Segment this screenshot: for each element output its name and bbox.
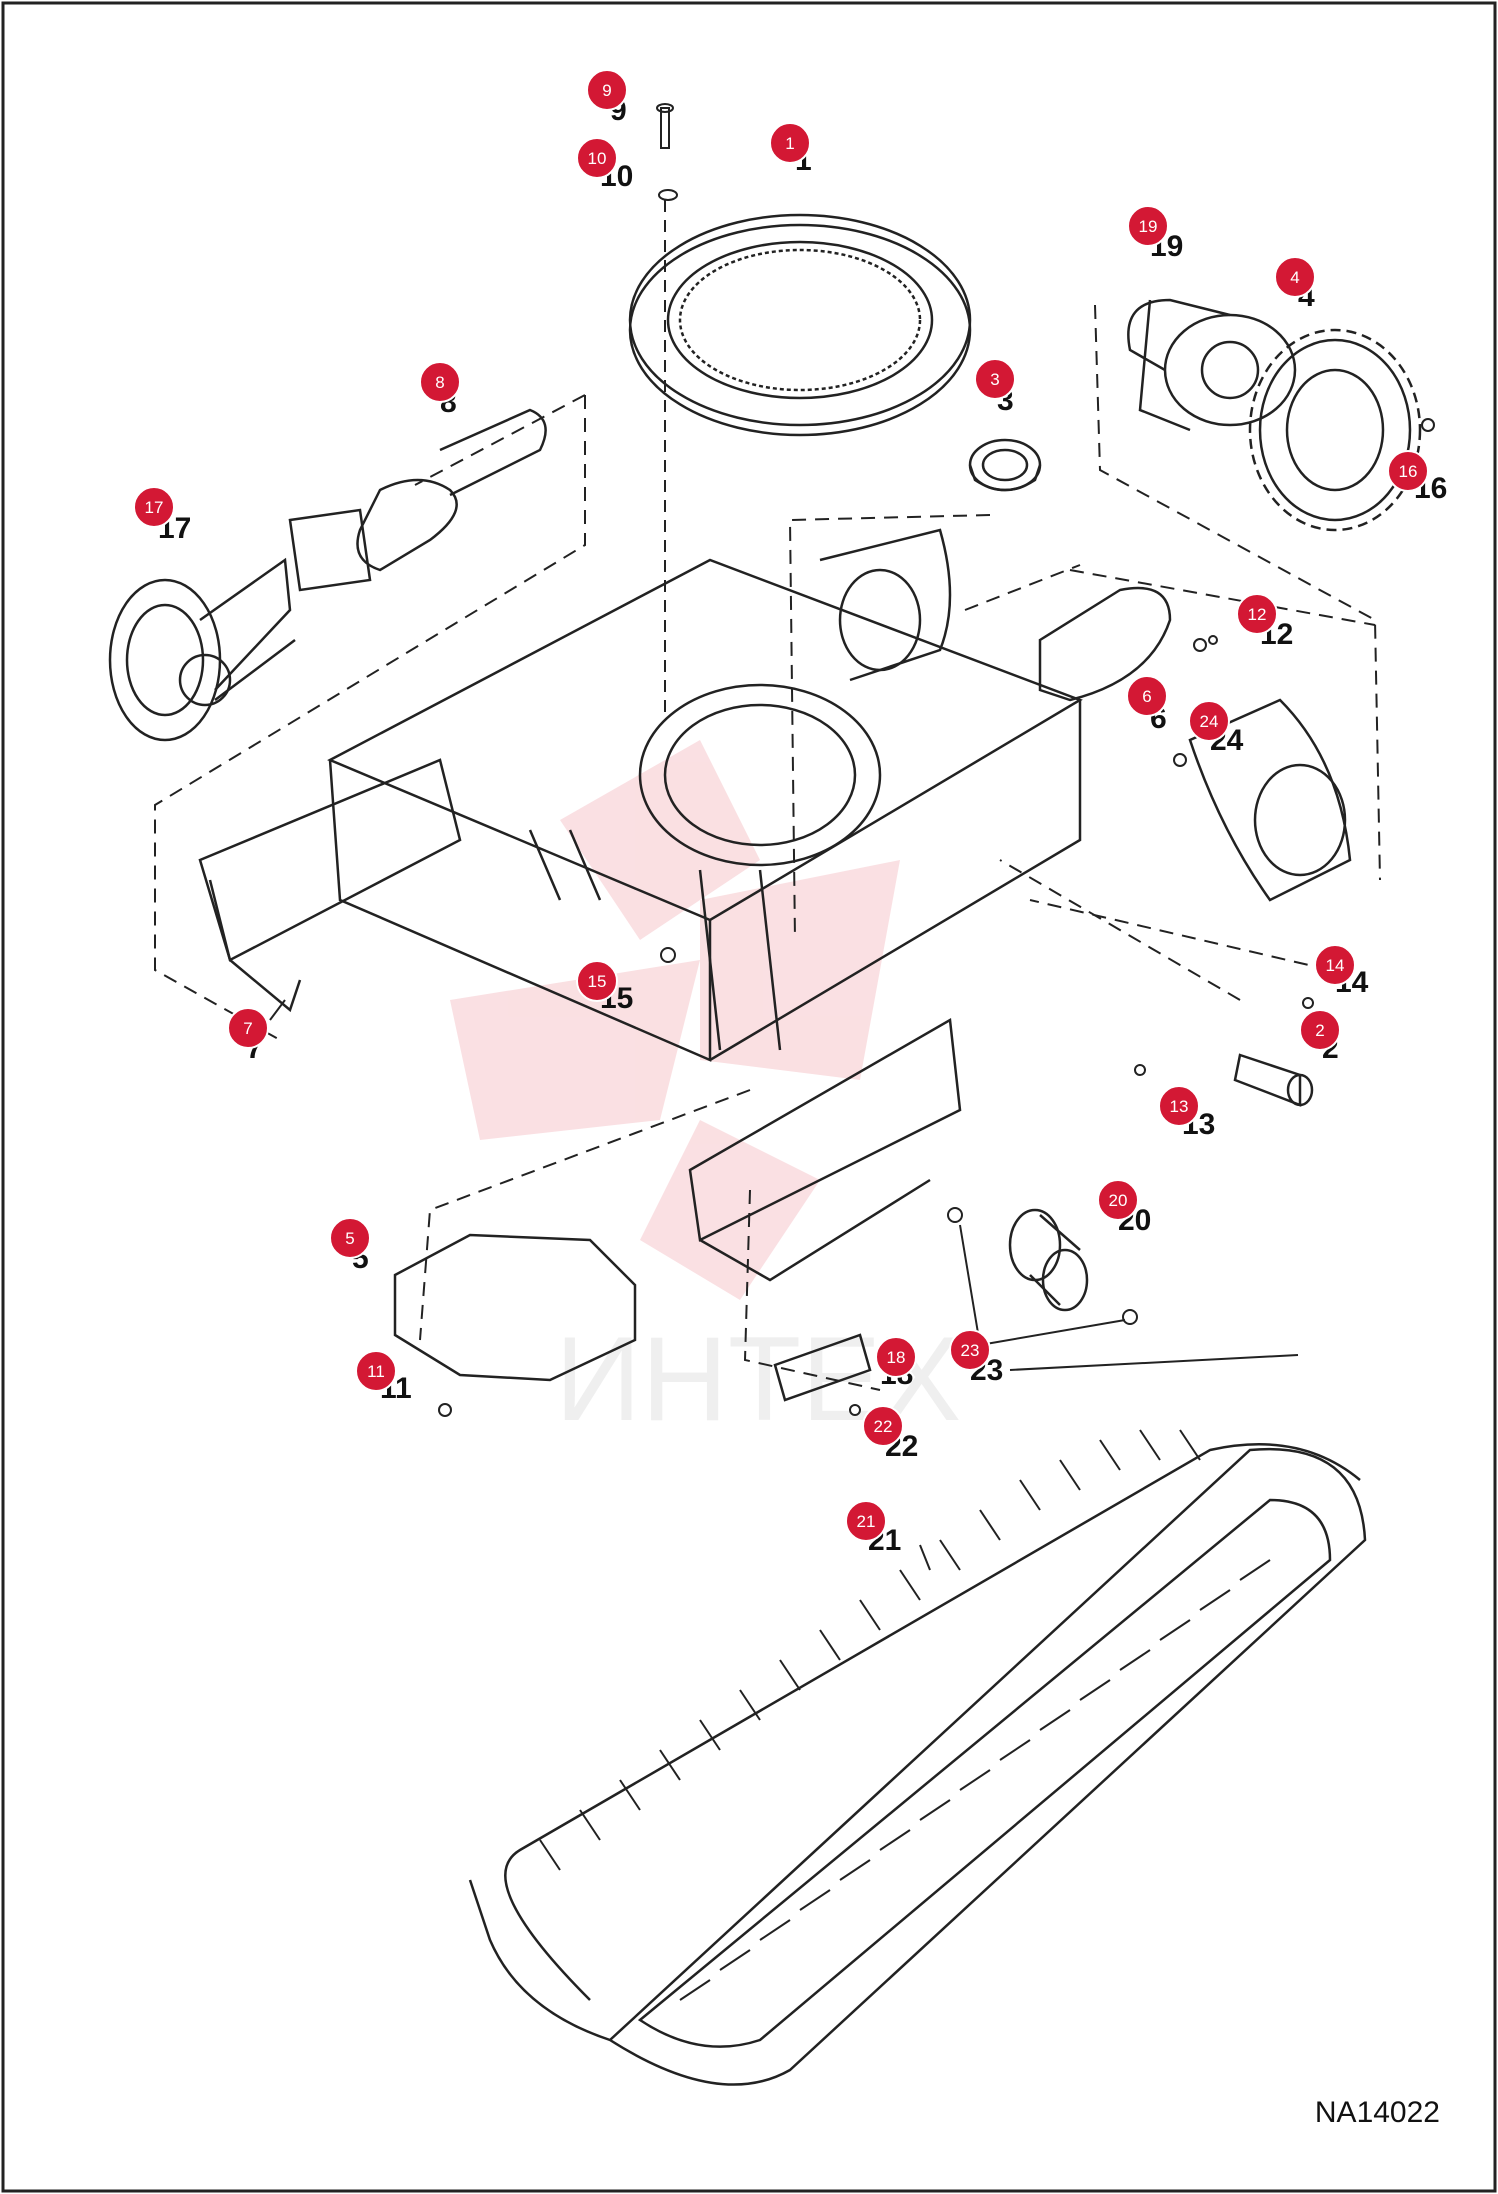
side-cover [1038, 586, 1172, 702]
ring-bolt [656, 103, 678, 720]
guide-roller [1233, 1053, 1314, 1107]
svg-text:2: 2 [1315, 1021, 1324, 1040]
svg-text:3: 3 [990, 370, 999, 389]
callout-23[interactable]: 23 [949, 1329, 991, 1371]
undercarriage-frame [198, 528, 1352, 1282]
callout-2[interactable]: 2 [1299, 1009, 1341, 1051]
callout-16[interactable]: 16 [1387, 450, 1429, 492]
bushing [968, 438, 1042, 492]
assembly-guide-lines [154, 304, 1381, 1391]
svg-text:1: 1 [785, 134, 794, 153]
callout-14[interactable]: 14 [1314, 944, 1356, 986]
callout-12[interactable]: 12 [1236, 593, 1278, 635]
callout-4[interactable]: 4 [1274, 256, 1316, 298]
watermark: ИНТЕХ [450, 740, 961, 1446]
callout-19[interactable]: 19 [1127, 205, 1169, 247]
callout-5[interactable]: 5 [329, 1217, 371, 1259]
bottom-cover-plate [393, 1233, 637, 1382]
svg-text:10: 10 [588, 149, 607, 168]
drive-sprocket [1248, 328, 1422, 532]
callout-18[interactable]: 18 [875, 1336, 917, 1378]
svg-text:6: 6 [1142, 687, 1151, 706]
svg-text:24: 24 [1200, 712, 1219, 731]
callout-13[interactable]: 13 [1158, 1085, 1200, 1127]
callout-7[interactable]: 7 [227, 1007, 269, 1049]
callout-3[interactable]: 3 [974, 358, 1016, 400]
svg-text:9: 9 [602, 81, 611, 100]
svg-text:22: 22 [874, 1417, 893, 1436]
svg-text:13: 13 [1170, 1097, 1189, 1116]
svg-text:7: 7 [243, 1019, 252, 1038]
callout-11[interactable]: 11 [355, 1350, 397, 1392]
front-idler [108, 557, 296, 742]
rubber-track [468, 1429, 1367, 2086]
callout-markers: 1 2 3 4 5 6 7 8 9 10 11 12 13 14 15 16 1… [133, 69, 1429, 1542]
callout-24[interactable]: 24 [1188, 700, 1230, 742]
svg-text:18: 18 [887, 1348, 906, 1367]
callout-17[interactable]: 17 [133, 486, 175, 528]
small-fasteners [438, 418, 1435, 1417]
callout-10[interactable]: 10 [576, 137, 618, 179]
slewing-ring [628, 213, 972, 437]
callout-15[interactable]: 15 [576, 960, 618, 1002]
track-adjuster [288, 408, 547, 592]
svg-text:12: 12 [1248, 605, 1267, 624]
callout-8[interactable]: 8 [419, 361, 461, 403]
leader-lines [269, 999, 1299, 1571]
svg-text:21: 21 [857, 1512, 876, 1531]
track-roller [1008, 1208, 1089, 1312]
callout-6[interactable]: 6 [1126, 675, 1168, 717]
svg-text:4: 4 [1290, 268, 1299, 287]
callout-20[interactable]: 20 [1097, 1179, 1139, 1221]
callout-1[interactable]: 1 [769, 122, 811, 164]
svg-text:14: 14 [1326, 956, 1345, 975]
callout-9[interactable]: 9 [586, 69, 628, 111]
svg-text:23: 23 [961, 1341, 980, 1360]
callout-21[interactable]: 21 [845, 1500, 887, 1542]
svg-text:15: 15 [588, 972, 607, 991]
svg-text:11: 11 [367, 1362, 385, 1381]
svg-text:5: 5 [345, 1229, 354, 1248]
drive-motor [1127, 298, 1297, 432]
svg-text:19: 19 [1139, 217, 1158, 236]
figure-reference-code: NA14022 [1314, 2096, 1440, 2129]
scraper-plate [773, 1333, 872, 1402]
svg-text:8: 8 [435, 373, 444, 392]
svg-text:17: 17 [145, 498, 164, 517]
svg-text:20: 20 [1109, 1191, 1128, 1210]
svg-text:16: 16 [1399, 462, 1418, 481]
callout-22[interactable]: 22 [862, 1405, 904, 1447]
